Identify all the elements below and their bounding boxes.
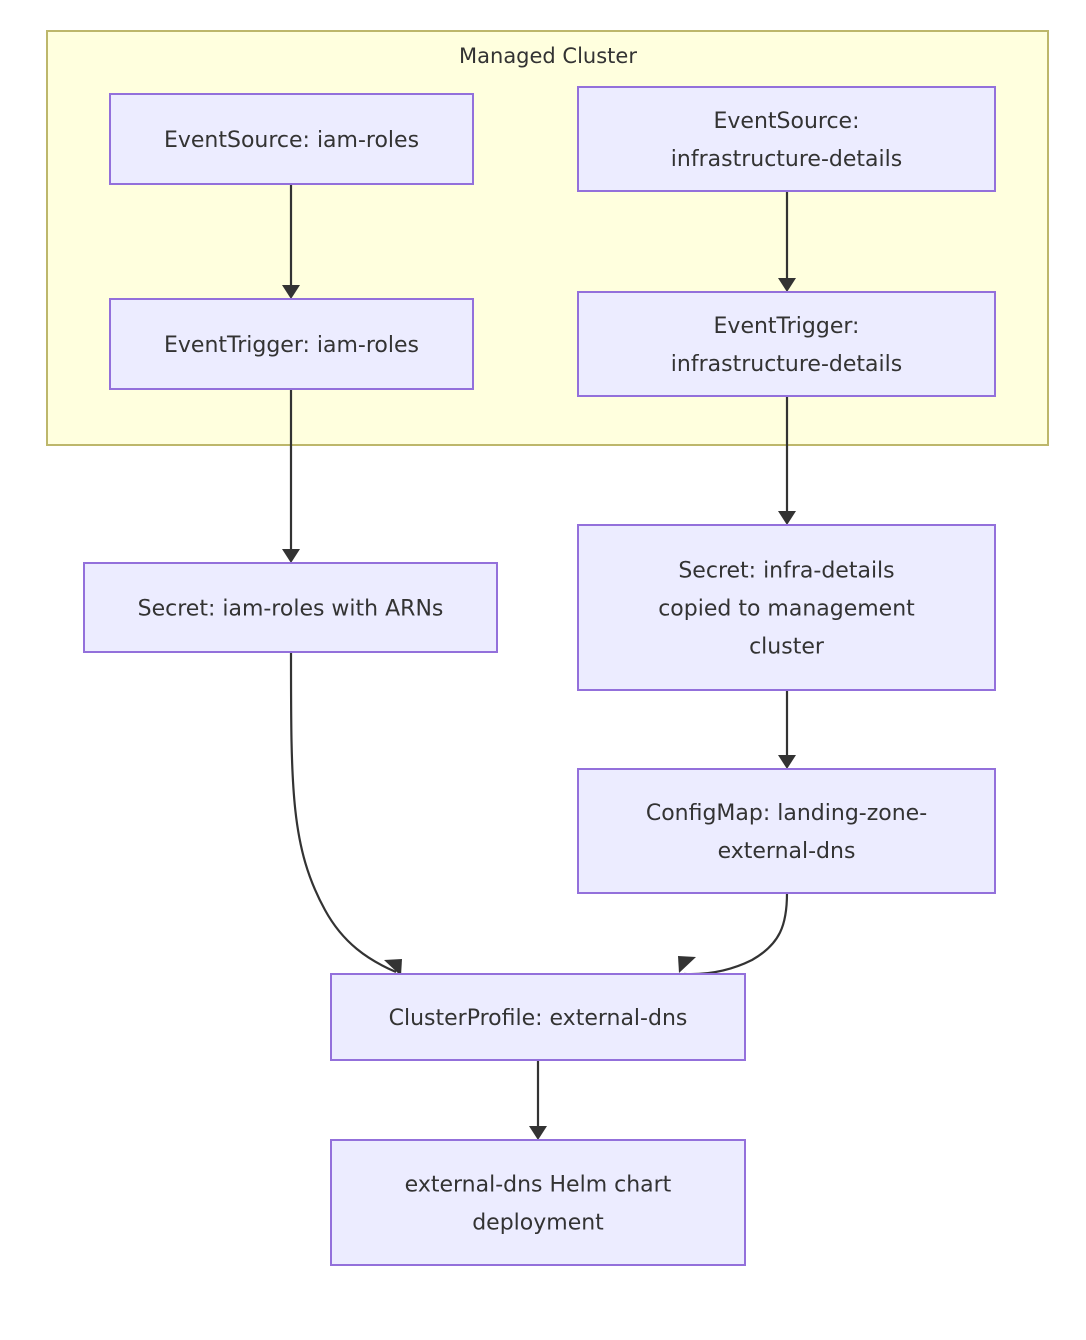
arrow-head — [282, 285, 300, 299]
arrow-head — [778, 278, 796, 292]
node-eventsource-infrastructure-details[interactable]: EventSource:infrastructure-details — [577, 86, 996, 192]
node-label: EventTrigger: iam-roles — [164, 333, 419, 358]
node-secret-iam-roles-arns[interactable]: Secret: iam-roles with ARNs — [83, 562, 498, 653]
node-clusterprofile-external-dns[interactable]: ClusterProfile: external-dns — [330, 973, 746, 1061]
edge-configmap-to-clusterprofile — [678, 892, 789, 976]
edge-clusterprofile-to-helm-deployment — [529, 1060, 547, 1140]
arrow-head — [778, 755, 796, 769]
node-box[interactable] — [577, 524, 996, 691]
arrow-head — [529, 1126, 547, 1140]
node-eventtrigger-infrastructure-details[interactable]: EventTrigger:infrastructure-details — [577, 291, 996, 397]
node-box[interactable] — [109, 298, 474, 390]
node-label: Secret: iam-roles with ARNs — [138, 597, 444, 622]
node-label: ClusterProfile: external-dns — [389, 1006, 688, 1031]
node-label: EventTrigger:infrastructure-details — [671, 314, 902, 377]
edge-eventtrigger-iam-to-secret-iam — [282, 389, 300, 563]
node-configmap-landing-zone-external-dns[interactable]: ConfigMap: landing-zone-external-dns — [577, 768, 996, 894]
edge-secret-infra-to-configmap — [778, 690, 796, 769]
node-box[interactable] — [330, 1139, 746, 1266]
node-box[interactable] — [577, 86, 996, 192]
arrow-head — [678, 956, 696, 973]
node-label: ConfigMap: landing-zone-external-dns — [646, 801, 927, 864]
arrow-head — [384, 959, 402, 976]
cluster-title: Managed Cluster — [459, 44, 637, 68]
node-box[interactable] — [83, 562, 498, 653]
edge-eventtrigger-infra-to-secret-infra — [778, 396, 796, 525]
node-box[interactable] — [330, 973, 746, 1061]
arrow-head — [282, 549, 300, 563]
node-eventtrigger-iam-roles[interactable]: EventTrigger: iam-roles — [109, 298, 474, 390]
edge-line — [289, 651, 397, 974]
edge-line — [683, 892, 789, 976]
node-label: EventSource:infrastructure-details — [671, 109, 902, 172]
arrow-head — [778, 511, 796, 525]
node-eventsource-iam-roles[interactable]: EventSource: iam-roles — [109, 93, 474, 185]
node-box[interactable] — [577, 291, 996, 397]
node-label: EventSource: iam-roles — [164, 128, 419, 153]
edge-eventsource-iam-to-eventtrigger-iam — [282, 184, 300, 299]
node-box[interactable] — [577, 768, 996, 894]
edge-eventsource-infra-to-eventtrigger-infra — [778, 191, 796, 292]
node-box[interactable] — [109, 93, 474, 185]
edge-secret-iam-to-clusterprofile — [289, 651, 402, 976]
